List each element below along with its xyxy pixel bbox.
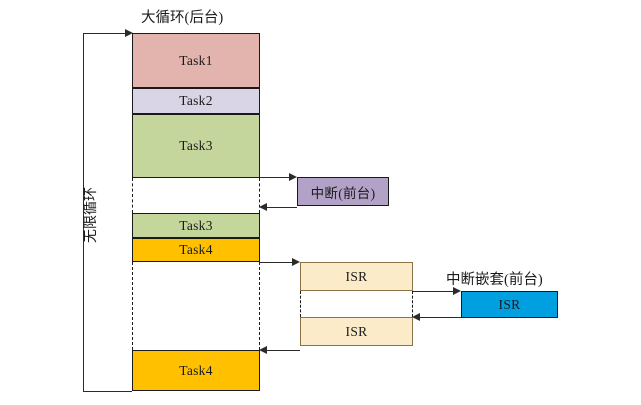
task-block-task2[interactable]: Task2: [132, 88, 260, 114]
background-column-left-guide-upper: [132, 178, 133, 213]
arrow-task3-to-interrupt: [260, 177, 292, 178]
nested-interrupt-label: 中断嵌套(前台): [446, 272, 543, 288]
arrow-isr-return-head-icon: [259, 345, 267, 354]
loop-arrow-head-icon: [125, 28, 133, 37]
task-block-task4-first[interactable]: Task4: [132, 238, 260, 262]
diagram-title-background-loop: 大循环(后台): [141, 10, 224, 26]
task-block-task3-first[interactable]: Task3: [132, 114, 260, 178]
interrupt-block[interactable]: 中断(前台): [297, 177, 389, 206]
arrow-task4-to-isr: [260, 262, 295, 263]
arrow-nested-isr-return-head-icon: [412, 312, 420, 321]
isr-block-resumed[interactable]: ISR: [300, 317, 413, 346]
arrow-task4-to-isr-head-icon: [292, 257, 300, 266]
background-column-right-guide-upper: [259, 178, 260, 213]
loop-arrow-left-segment: [83, 33, 84, 391]
loop-arrow-bottom-segment: [83, 391, 132, 392]
arrow-nested-isr-return: [417, 317, 461, 318]
arrow-isr-to-task4-return: [264, 350, 300, 351]
nested-isr-block[interactable]: ISR: [461, 291, 558, 318]
task-block-task4-resumed[interactable]: Task4: [132, 350, 260, 391]
isr-column-left-guide: [300, 291, 301, 317]
background-column-left-guide-lower: [132, 257, 133, 350]
arrow-interrupt-to-task3-return: [264, 207, 297, 208]
isr-block-first[interactable]: ISR: [300, 262, 413, 291]
loop-arrow-top-segment: [83, 33, 128, 34]
task-block-task1[interactable]: Task1: [132, 33, 260, 88]
background-column-right-guide-lower: [259, 257, 260, 350]
arrow-task3-to-interrupt-head-icon: [289, 172, 297, 181]
task-block-task3-resumed[interactable]: Task3: [132, 213, 260, 238]
arrow-isr-to-nested-isr: [413, 291, 457, 292]
isr-column-right-guide: [412, 291, 413, 317]
arrow-isr-to-nested-head-icon: [453, 286, 461, 295]
arrow-interrupt-return-head-icon: [259, 202, 267, 211]
infinite-loop-label: 无限循环: [84, 187, 99, 243]
